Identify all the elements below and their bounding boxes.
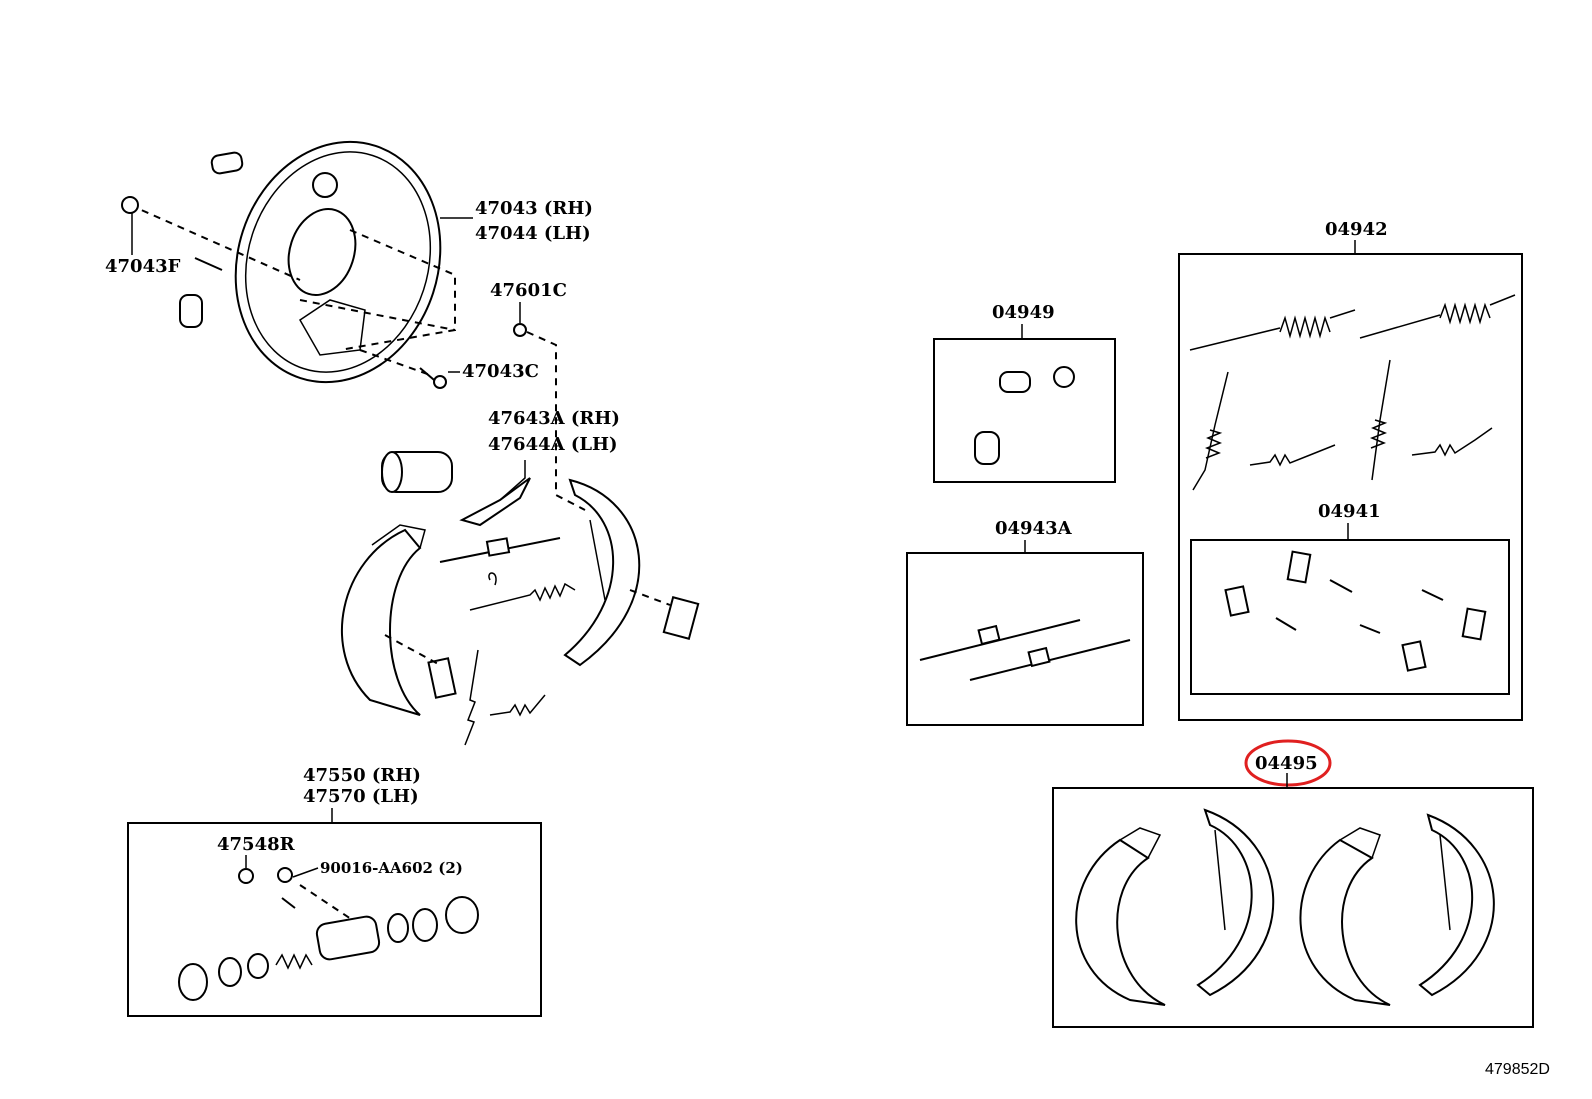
- kit-04942-springs: [1189, 294, 1516, 491]
- kit-04495-highlight: [1244, 739, 1332, 787]
- label-bolt: 47043C: [462, 361, 539, 382]
- label-screw: 90016-AA602 (2): [320, 859, 463, 877]
- label-bleeder: 47548R: [217, 834, 296, 855]
- kit-04495-brake-shoes: [1075, 808, 1495, 1006]
- kit-04943a-struts: [919, 619, 1131, 681]
- backing-plate[interactable]: [129, 115, 471, 409]
- diagram-id: 479852D: [1485, 1061, 1550, 1078]
- backing-plate-plug[interactable]: [179, 151, 244, 328]
- label-lever-rh: 47643A (RH): [488, 408, 620, 429]
- kit-04941-parts: [1224, 550, 1487, 672]
- wheel-cylinder-box: [127, 822, 542, 1017]
- label-backing-plate-rh: 47043 (RH): [475, 198, 593, 219]
- kit-04941-box[interactable]: [1190, 539, 1510, 695]
- label-backing-plate-lh: 47044 (LH): [475, 223, 591, 244]
- shoe-hold-down-parts[interactable]: [384, 589, 700, 699]
- label-kit-04941: 04941: [1318, 501, 1381, 522]
- trailing-brake-shoe[interactable]: [563, 478, 641, 667]
- adjusting-lever[interactable]: [459, 477, 531, 527]
- label-kit-04942: 04942: [1325, 219, 1388, 240]
- kit-04942-box[interactable]: [1178, 253, 1523, 721]
- label-cylinder-rh: 47550 (RH): [303, 765, 421, 786]
- plug-47043f-part[interactable]: [121, 196, 223, 271]
- label-kit-04495: 04495: [1255, 753, 1318, 774]
- springs[interactable]: [464, 572, 576, 746]
- bolt-47043c-part[interactable]: [419, 367, 460, 389]
- wheel-cylinder-boot[interactable]: [381, 451, 453, 493]
- label-lever-lh: 47644A (LH): [488, 434, 618, 455]
- label-kit-04949: 04949: [992, 302, 1055, 323]
- nut-47601c-part[interactable]: [513, 302, 586, 511]
- adjuster-strut[interactable]: [439, 537, 561, 563]
- label-cylinder-lh: 47570 (LH): [303, 786, 419, 807]
- wheel-cylinder-parts[interactable]: [178, 855, 479, 1001]
- kit-04949-box[interactable]: [933, 338, 1116, 483]
- kit-04943a-box[interactable]: [906, 552, 1144, 726]
- label-plug: 47043F: [105, 256, 181, 277]
- leading-brake-shoe[interactable]: [340, 524, 426, 716]
- kit-04495-box[interactable]: [1052, 787, 1534, 1028]
- label-kit-04943a: 04943A: [995, 518, 1073, 539]
- kit-04949-parts: [974, 366, 1075, 465]
- label-nut: 47601C: [490, 280, 567, 301]
